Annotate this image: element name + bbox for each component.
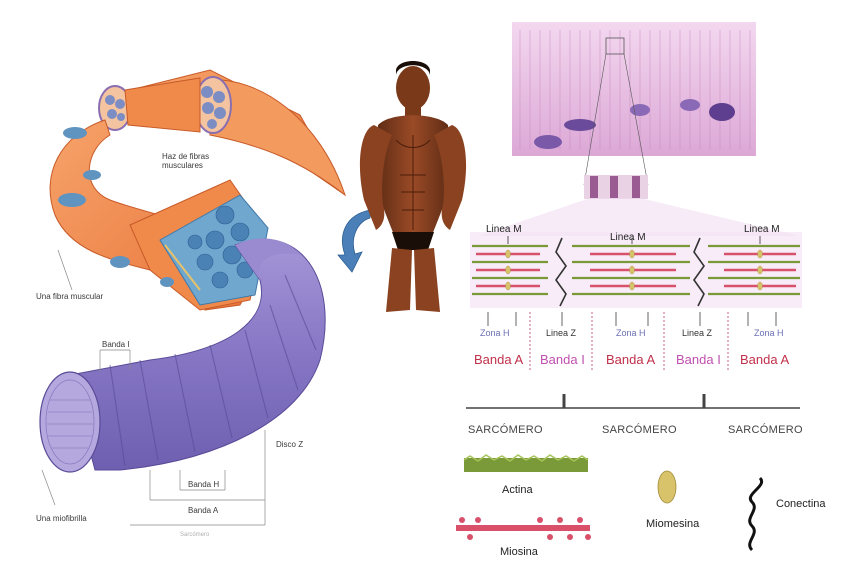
myofibril-tube (39, 238, 326, 473)
linea-z-label-1: Linea Z (546, 328, 577, 338)
disc-z-label: Disco Z (276, 440, 304, 449)
sarcomere-diagram (470, 232, 802, 370)
banda-i-label-2: Banda I (676, 352, 721, 367)
histology-image (512, 22, 756, 186)
titin-legend-icon (748, 476, 764, 552)
linea-z-label-2: Linea Z (682, 328, 713, 338)
conectina-label: Conectina (776, 498, 826, 510)
linea-m-label-1: Linea M (486, 224, 522, 235)
band-i-label: Banda I (102, 340, 130, 349)
linea-m-label-2: Linea M (610, 232, 646, 243)
bodybuilder-figure (359, 61, 467, 312)
miosina-label: Miosina (500, 546, 538, 558)
actina-label: Actina (502, 484, 533, 496)
sarcomere-magnification (478, 175, 800, 236)
miomesina-label: Miomesina (646, 518, 700, 530)
myomesin-legend-icon (657, 470, 677, 504)
band-a-label: Banda A (188, 506, 219, 515)
bundle-label: Haz de fibras musculares (162, 152, 210, 170)
banda-a-label-2: Banda A (606, 352, 656, 367)
fiber-label: Una fibra muscular (36, 292, 104, 301)
arrow-icon (337, 209, 371, 273)
sarcomere-faint-label: Sarcómero (180, 532, 210, 538)
myosin-legend-icon (456, 517, 591, 540)
zona-h-label-2: Zona H (616, 328, 646, 338)
banda-i-label-1: Banda I (540, 352, 585, 367)
zona-h-label-1: Zona H (480, 328, 510, 338)
muscle-fiber (49, 119, 269, 311)
banda-a-label-1: Banda A (474, 352, 524, 367)
actin-legend-icon (463, 454, 589, 472)
zona-h-label-3: Zona H (754, 328, 784, 338)
muscle-bundle (98, 69, 346, 197)
linea-m-label-3: Linea M (744, 224, 780, 235)
myofibril-label: Una miofibrilla (36, 514, 87, 523)
sarcomero-label-2: SARCÓMERO (602, 424, 677, 436)
band-h-label: Banda H (188, 480, 220, 489)
sarcomere-scale (466, 394, 800, 409)
sarcomero-label-3: SARCÓMERO (728, 424, 803, 436)
banda-a-label-3: Banda A (740, 352, 790, 367)
sarcomero-label-1: SARCÓMERO (468, 424, 543, 436)
